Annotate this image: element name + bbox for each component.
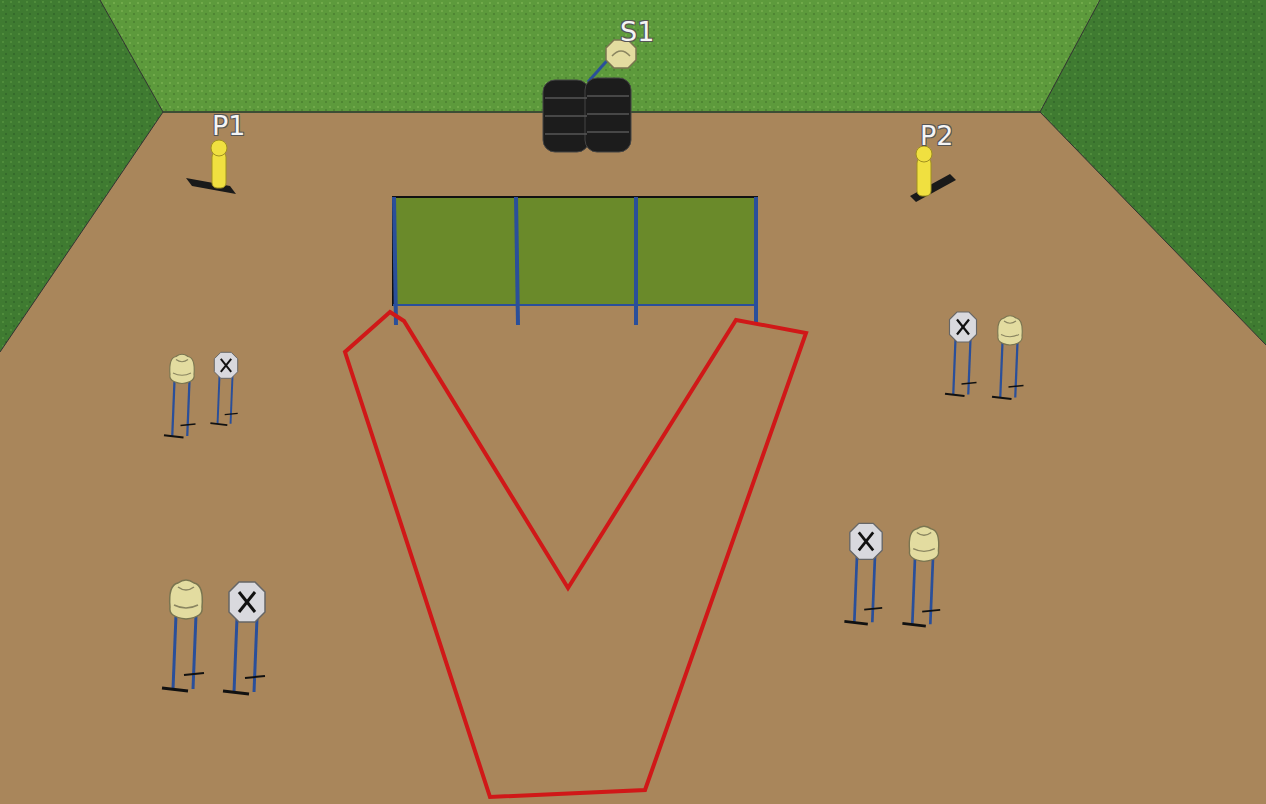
position-label: S1 <box>620 18 654 45</box>
position-label: P2 <box>920 122 953 149</box>
position-label: P1 <box>212 112 245 139</box>
